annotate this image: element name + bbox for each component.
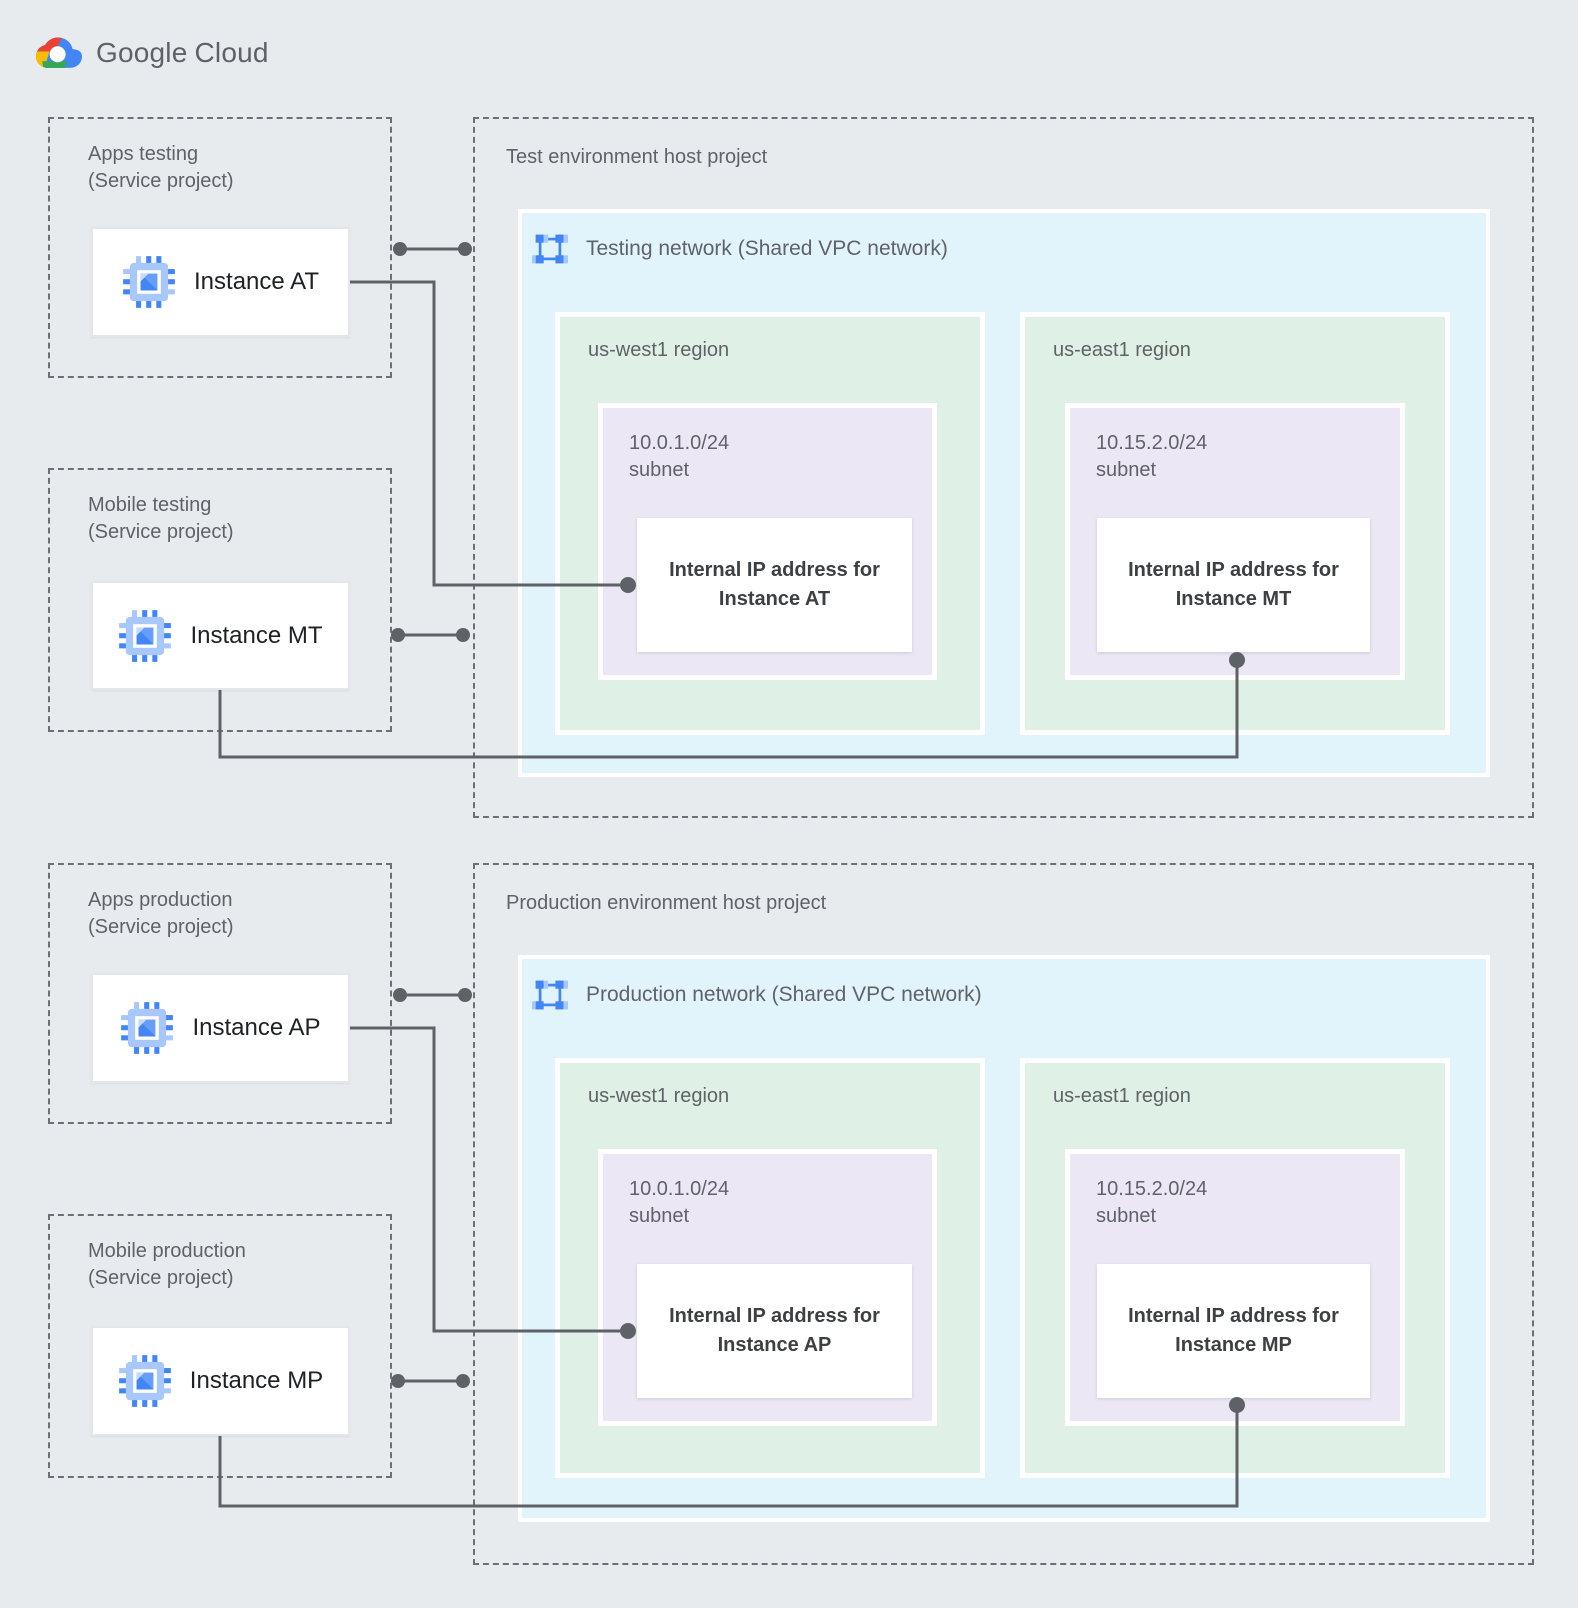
internal-ip-card-mt: Internal IP address for Instance MT <box>1097 518 1370 652</box>
instance-label: Instance MT <box>190 621 323 649</box>
internal-ip-line1: Internal IP address for <box>1128 559 1339 581</box>
internal-ip-card-mp: Internal IP address for Instance MP <box>1097 1264 1370 1398</box>
instance-card-mt: Instance MT <box>91 581 350 690</box>
region-label: us-west1 region <box>588 1085 730 1107</box>
connector-endpoint-dot <box>458 988 472 1002</box>
subnet-word: subnet <box>629 459 690 481</box>
internal-ip-card-at: Internal IP address for Instance AT <box>637 518 912 652</box>
subnet-label: 10.0.1.0/24 subnet <box>629 430 729 484</box>
region-label: us-east1 region <box>1053 1085 1191 1107</box>
host-project-title: Test environment host project <box>506 146 768 168</box>
instance-card-at: Instance AT <box>91 227 350 337</box>
internal-ip-card-ap: Internal IP address for Instance AP <box>637 1264 912 1398</box>
service-project-type: (Service project) <box>88 521 234 543</box>
subnet-cidr: 10.0.1.0/24 <box>629 1178 730 1200</box>
vpc-network-label: Testing network (Shared VPC network) <box>586 237 948 260</box>
subnet-word: subnet <box>1096 1205 1157 1227</box>
vpc-network-header: Testing network (Shared VPC network) <box>532 229 948 269</box>
vpc-network-icon <box>532 980 568 1010</box>
connector-endpoint-dot <box>391 628 405 642</box>
connector-endpoint-dot <box>458 242 472 256</box>
subnet-cidr: 10.15.2.0/24 <box>1096 432 1208 454</box>
internal-ip-line2: Instance MT <box>1175 588 1292 610</box>
connector-endpoint-dot <box>393 988 407 1002</box>
connector-endpoint-dot <box>456 628 470 642</box>
instance-label: Instance AP <box>192 1014 321 1041</box>
google-cloud-logo-icon <box>36 37 82 68</box>
service-project-type: (Service project) <box>88 916 234 938</box>
instance-card-ap: Instance AP <box>91 973 350 1083</box>
connector-endpoint-dot <box>456 1374 470 1388</box>
service-project-label: Mobile testing (Service project) <box>88 492 234 546</box>
region-label: us-west1 region <box>588 339 730 361</box>
service-project-label: Apps testing (Service project) <box>88 141 234 195</box>
subnet-cidr: 10.0.1.0/24 <box>629 432 730 454</box>
host-project-title: Production environment host project <box>506 892 827 914</box>
compute-engine-icon <box>123 256 175 308</box>
service-project-name: Apps production <box>88 889 233 911</box>
internal-ip-line1: Internal IP address for <box>669 559 880 581</box>
instance-label: Instance AT <box>194 268 319 295</box>
instance-card-mp: Instance MP <box>91 1326 350 1436</box>
subnet-word: subnet <box>629 1205 690 1227</box>
internal-ip-line1: Internal IP address for <box>669 1305 880 1327</box>
service-project-type: (Service project) <box>88 1267 234 1289</box>
internal-ip-line2: Instance MP <box>1175 1334 1292 1356</box>
service-project-box-apps-production <box>48 863 392 1124</box>
service-project-name: Apps testing <box>88 143 199 165</box>
compute-engine-icon <box>119 609 172 662</box>
compute-engine-icon <box>121 1002 174 1054</box>
internal-ip-line2: Instance AP <box>717 1334 832 1356</box>
connector-endpoint-dot <box>393 242 407 256</box>
instance-label: Instance MP <box>189 1367 324 1394</box>
subnet-label: 10.15.2.0/24 subnet <box>1096 1176 1207 1230</box>
compute-engine-icon <box>118 1355 171 1407</box>
subnet-label: 10.15.2.0/24 subnet <box>1096 430 1207 484</box>
service-project-name: Mobile testing <box>88 494 212 516</box>
subnet-label: 10.0.1.0/24 subnet <box>629 1176 729 1230</box>
connector-endpoint-dot <box>391 1374 405 1388</box>
service-project-name: Mobile production <box>88 1240 246 1262</box>
vpc-network-label: Production network (Shared VPC network) <box>586 983 982 1006</box>
service-project-type: (Service project) <box>88 170 234 192</box>
internal-ip-line2: Instance AT <box>718 588 831 610</box>
subnet-word: subnet <box>1096 459 1157 481</box>
service-project-label: Mobile production (Service project) <box>88 1238 246 1292</box>
service-project-box-apps-testing <box>48 117 392 378</box>
service-project-label: Apps production (Service project) <box>88 887 234 941</box>
vpc-network-header: Production network (Shared VPC network) <box>532 975 982 1015</box>
logo-product: Cloud <box>194 36 269 68</box>
vpc-network-icon <box>532 234 568 264</box>
region-label: us-east1 region <box>1053 339 1191 361</box>
logo-brand: Google <box>96 36 188 68</box>
internal-ip-line1: Internal IP address for <box>1128 1305 1339 1327</box>
subnet-cidr: 10.15.2.0/24 <box>1096 1178 1208 1200</box>
